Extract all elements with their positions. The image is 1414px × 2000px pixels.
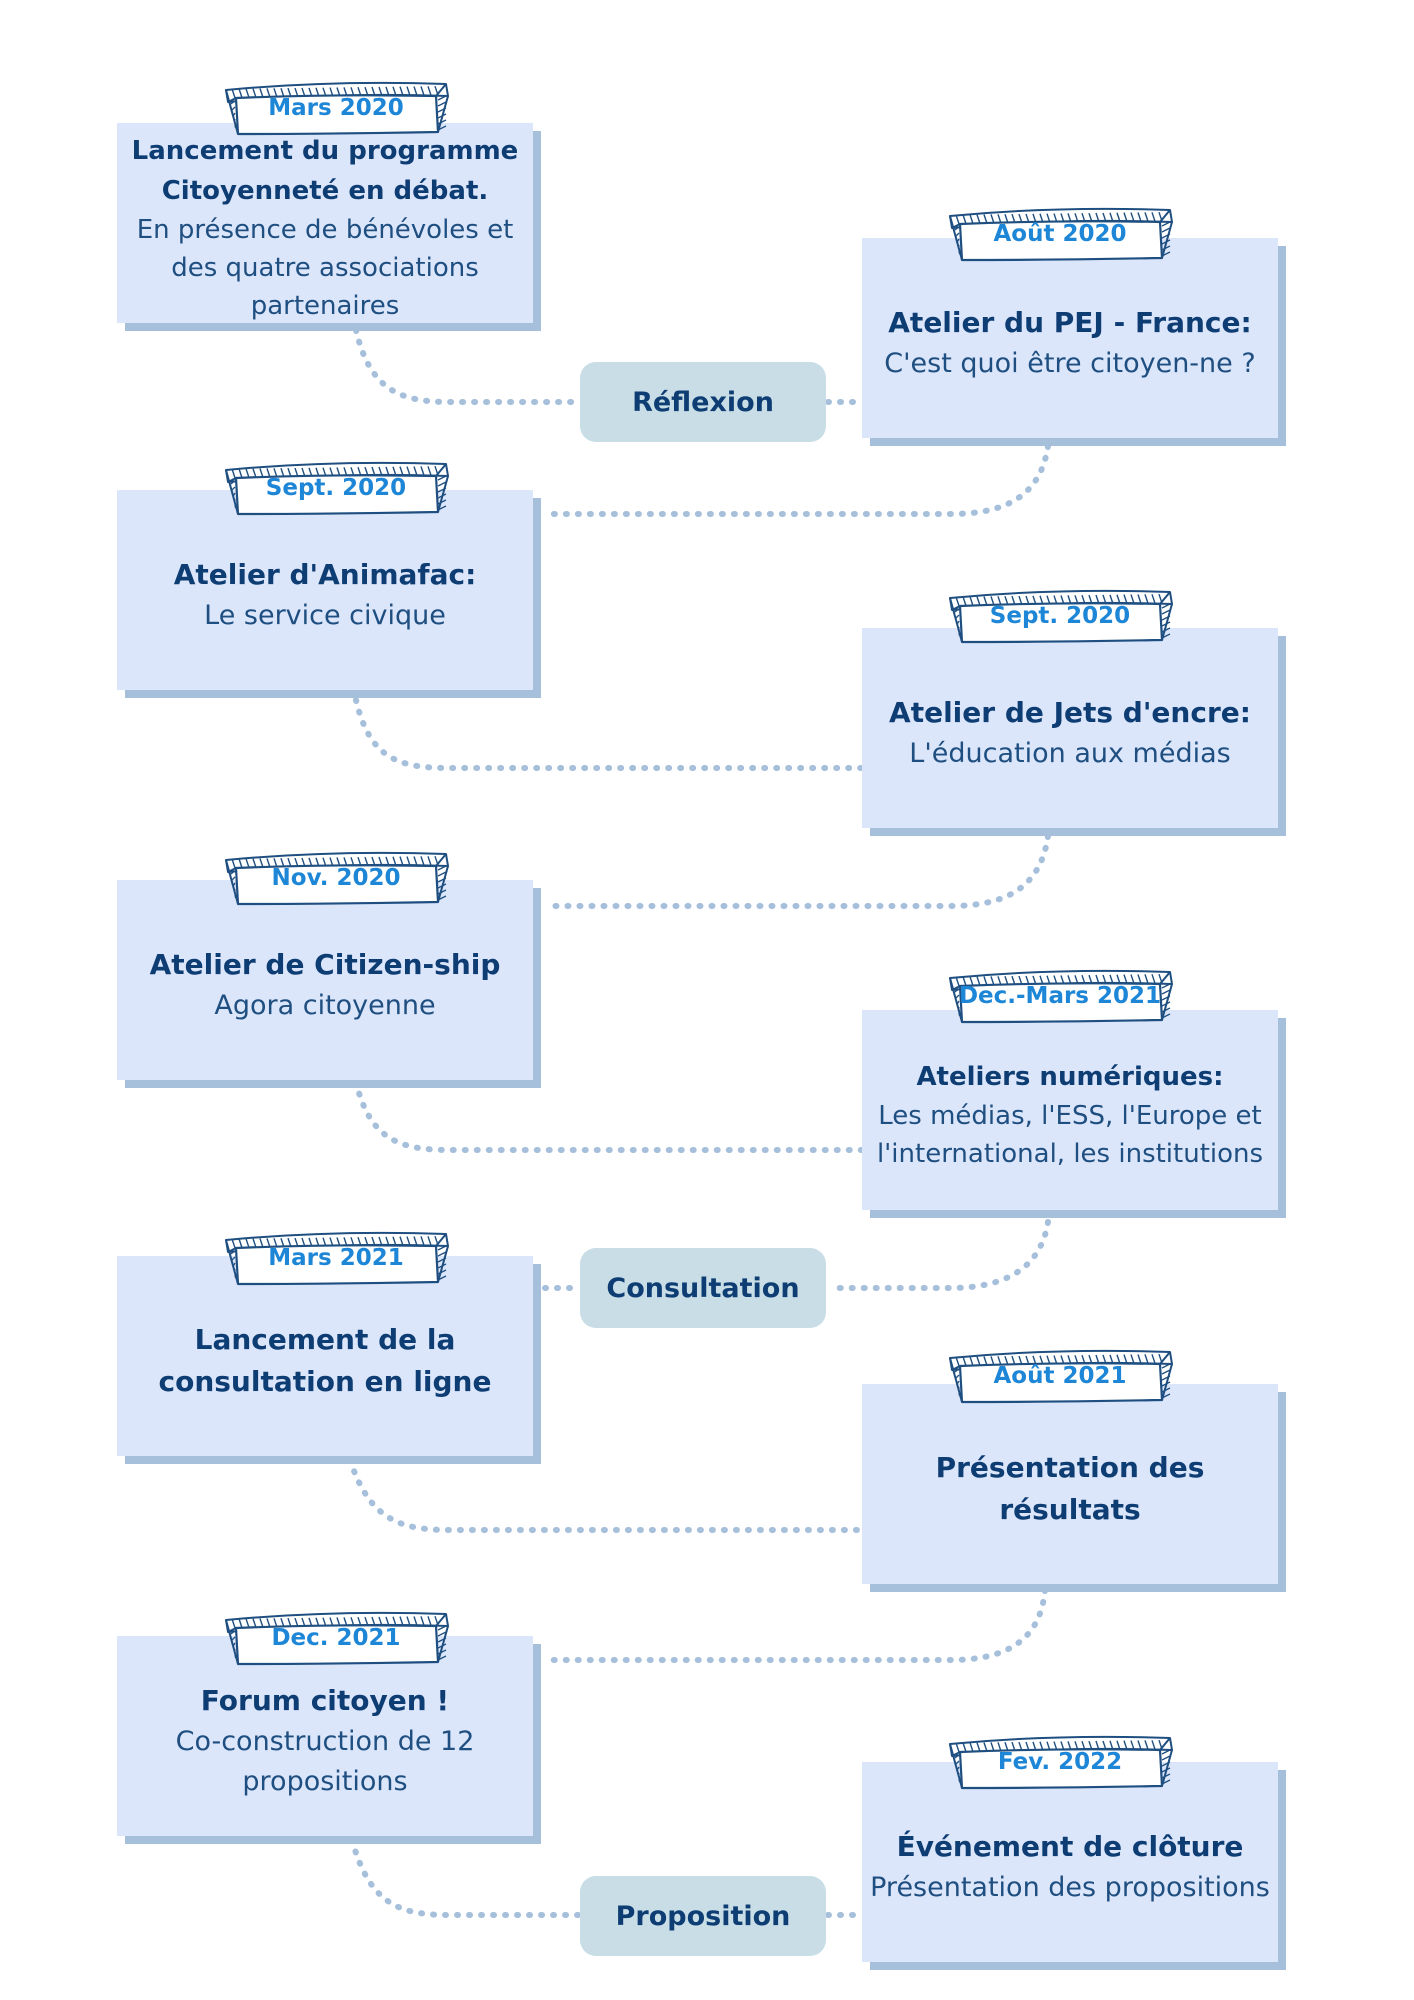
date-tag: Fev. 2022 — [946, 1730, 1174, 1792]
event-date: Août 2021 — [993, 1363, 1127, 1389]
event-card-atelier-animafac: Atelier d'Animafac: Le service civique — [117, 490, 533, 690]
event-title: Forum citoyen ! — [200, 1684, 450, 1717]
phase-pill-consultation: Consultation — [580, 1248, 826, 1328]
banner-icon — [949, 207, 1173, 262]
event-title: Présentation des résultats — [935, 1451, 1205, 1526]
event-description: Co-construction de 12 propositions — [175, 1726, 475, 1797]
connector-6 — [353, 1079, 865, 1153]
date-tag: Mars 2021 — [222, 1226, 450, 1288]
banner-icon — [949, 1735, 1173, 1790]
event-description: Agora citoyenne — [214, 990, 436, 1021]
date-tag: Dec.-Mars 2021 — [946, 964, 1174, 1026]
connector-9 — [347, 1457, 865, 1533]
banner-icon — [949, 1349, 1173, 1404]
event-card-presentation-resultats: Présentation des résultats — [862, 1384, 1278, 1584]
event-date: Fev. 2022 — [997, 1749, 1123, 1775]
connector-1 — [353, 327, 583, 405]
event-title: Atelier de Citizen-ship — [149, 948, 501, 981]
event-date: Dec.-Mars 2021 — [958, 983, 1162, 1009]
banner-icon — [225, 461, 449, 516]
date-tag: Dec. 2021 — [222, 1606, 450, 1668]
banner-icon — [949, 969, 1173, 1024]
banner-icon — [225, 1611, 449, 1666]
event-card-lancement-consultation: Lancement de la consultation en ligne — [117, 1256, 533, 1456]
event-title: Lancement du programme Citoyenneté en dé… — [131, 136, 519, 206]
event-title: Ateliers numériques: — [916, 1062, 1224, 1092]
phase-label: Réflexion — [632, 386, 774, 418]
connector-11 — [349, 1837, 583, 1918]
phase-label: Consultation — [606, 1272, 800, 1304]
banner-icon — [225, 1231, 449, 1286]
connector-10 — [542, 1587, 1048, 1663]
date-tag: Nov. 2020 — [222, 846, 450, 908]
event-description: Le service civique — [204, 600, 446, 631]
event-date: Mars 2020 — [268, 95, 404, 121]
date-tag: Août 2021 — [946, 1344, 1174, 1406]
event-description: L'éducation aux médias — [909, 738, 1231, 769]
event-title: Lancement de la consultation en ligne — [158, 1323, 492, 1398]
connector-3 — [542, 443, 1051, 517]
event-title: Atelier de Jets d'encre: — [889, 696, 1251, 729]
event-description: Les médias, l'ESS, l'Europe et l'interna… — [876, 1101, 1264, 1169]
banner-icon — [225, 851, 449, 906]
event-description: Présentation des propositions — [870, 1872, 1270, 1903]
event-date: Dec. 2021 — [271, 1625, 401, 1651]
date-tag: Sept. 2020 — [222, 456, 450, 518]
date-tag: Mars 2020 — [222, 76, 450, 138]
event-title: Atelier du PEJ - France: — [888, 306, 1252, 339]
connector-4 — [353, 697, 865, 771]
connector-7 — [827, 1219, 1051, 1291]
event-description: C'est quoi être citoyen-ne ? — [884, 348, 1256, 379]
date-tag: Août 2020 — [946, 202, 1174, 264]
event-date: Sept. 2020 — [265, 475, 407, 501]
event-card-forum-citoyen: Forum citoyen ! Co-construction de 12 pr… — [117, 1636, 533, 1836]
event-card-ateliers-numeriques: Ateliers numériques: Les médias, l'ESS, … — [862, 1010, 1278, 1210]
phase-label: Proposition — [615, 1900, 791, 1932]
event-title: Atelier d'Animafac: — [173, 558, 477, 591]
event-date: Nov. 2020 — [271, 865, 401, 891]
phase-pill-reflexion: Réflexion — [580, 362, 826, 442]
event-card-atelier-citizen-ship: Atelier de Citizen-ship Agora citoyenne — [117, 880, 533, 1080]
date-tag: Sept. 2020 — [946, 584, 1174, 646]
event-title: Événement de clôture — [896, 1830, 1244, 1863]
phase-pill-proposition: Proposition — [580, 1876, 826, 1956]
event-date: Sept. 2020 — [989, 603, 1131, 629]
event-card-lancement-programme: Lancement du programme Citoyenneté en dé… — [117, 123, 533, 323]
banner-icon — [949, 589, 1173, 644]
connector-5 — [542, 833, 1051, 909]
event-card-atelier-jets-encre: Atelier de Jets d'encre: L'éducation aux… — [862, 628, 1278, 828]
event-date: Mars 2021 — [268, 1245, 404, 1271]
event-card-atelier-pej: Atelier du PEJ - France: C'est quoi être… — [862, 238, 1278, 438]
event-description: En présence de bénévoles et des quatre a… — [136, 215, 514, 321]
event-date: Août 2020 — [993, 221, 1127, 247]
event-card-evenement-cloture: Événement de clôture Présentation des pr… — [862, 1762, 1278, 1962]
banner-icon — [225, 81, 449, 136]
